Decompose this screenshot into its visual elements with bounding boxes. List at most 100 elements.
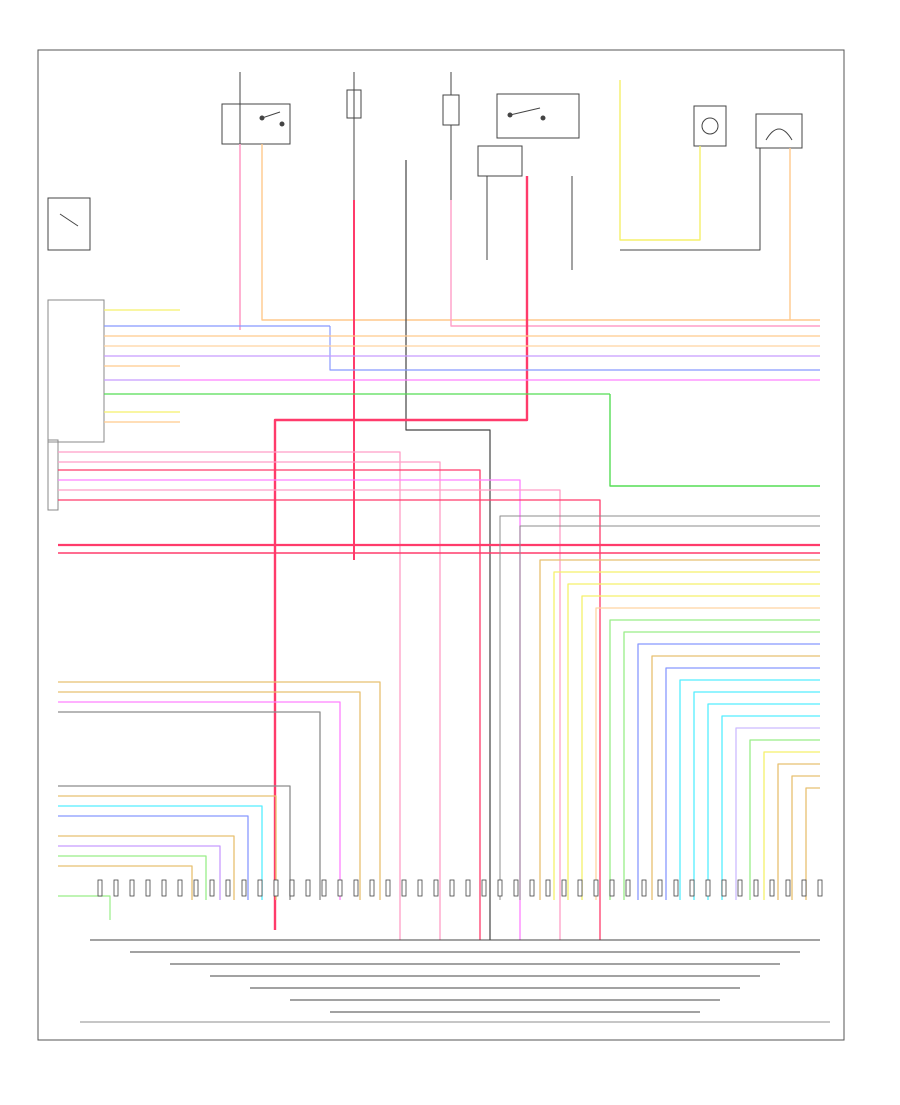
wire-trace [58, 691, 361, 900]
connector-pin [369, 879, 375, 897]
connector-pin [289, 879, 295, 897]
wire-trace [499, 515, 820, 900]
connector-pin [401, 879, 407, 897]
connector-pin [609, 879, 615, 897]
connector-pin [337, 879, 343, 897]
wire-trace [329, 326, 820, 371]
connector-pin [641, 879, 647, 897]
connector-pin [433, 879, 439, 897]
connector-pin [481, 879, 487, 897]
connector-pin [449, 879, 455, 897]
connector-pin [145, 879, 151, 897]
connector-pin [209, 879, 215, 897]
diagram-frame [37, 49, 845, 1041]
wire-trace [261, 144, 820, 321]
wire-trace [619, 80, 701, 241]
wire-trace [58, 795, 277, 900]
wire-trace [58, 815, 249, 900]
bottom-connector-row [97, 879, 823, 897]
wire-trace [450, 200, 820, 327]
connector-pin [353, 879, 359, 897]
wire-trace [273, 176, 529, 930]
connector-pin [577, 879, 583, 897]
wire-trace [791, 775, 820, 900]
connector-pin [225, 879, 231, 897]
wire-trace [58, 499, 601, 940]
connector-pin [417, 879, 423, 897]
wire-trace [749, 739, 820, 900]
wire-trace [58, 489, 561, 940]
wire-trace [777, 763, 820, 900]
connector-pin [129, 879, 135, 897]
connector-pin [193, 879, 199, 897]
connector-pin [689, 879, 695, 897]
wire-trace [58, 451, 401, 940]
switch-icon [47, 197, 91, 251]
connector-pin [257, 879, 263, 897]
connector-pin [385, 879, 391, 897]
wire-trace [58, 865, 193, 900]
wire-trace [519, 525, 820, 900]
wire-trace [58, 711, 321, 900]
wire-trace [58, 681, 381, 900]
connector-pin [529, 879, 535, 897]
connector-pin [769, 879, 775, 897]
connector-pin [497, 879, 503, 897]
connector-pin [321, 879, 327, 897]
wire-trace [609, 619, 820, 900]
connector-pin [737, 879, 743, 897]
connector-pin [273, 879, 279, 897]
connector-pin [561, 879, 567, 897]
connector-pin [817, 879, 823, 897]
connector-pin [705, 879, 711, 897]
wire-trace [665, 667, 820, 900]
wire-trace [58, 469, 481, 940]
connector-pin [593, 879, 599, 897]
connector-pin [241, 879, 247, 897]
wire-trace [405, 160, 491, 940]
wire-trace [58, 701, 341, 900]
wire-trace [707, 703, 820, 900]
connector-pin [113, 879, 119, 897]
wire-trace [805, 787, 820, 900]
wire-trace [623, 631, 820, 900]
wire-trace [581, 595, 820, 900]
wire-trace [637, 643, 820, 900]
connector-pin [177, 879, 183, 897]
wire-trace [58, 855, 207, 900]
wire-trace [58, 785, 291, 900]
switch-icon [221, 103, 291, 145]
wire-trace [58, 845, 221, 900]
wire-trace [58, 479, 521, 940]
connector-pin [753, 879, 759, 897]
wire-trace [58, 805, 263, 900]
wire-trace [539, 559, 820, 900]
wire-trace [567, 583, 820, 900]
connector-pin [625, 879, 631, 897]
connector-pin [721, 879, 727, 897]
wire-trace [679, 679, 820, 900]
wire-trace [620, 148, 761, 251]
wire-trace [735, 727, 820, 900]
connector-pin [545, 879, 551, 897]
wire-trace [58, 835, 235, 900]
sensor-icon [755, 113, 803, 149]
connector-pin [657, 879, 663, 897]
wire-trace [651, 655, 820, 900]
wire-group [58, 72, 830, 1023]
fuse-icon [442, 72, 460, 126]
connector-pin [785, 879, 791, 897]
wire-trace [58, 895, 111, 920]
connector-pin [161, 879, 167, 897]
connector-pin [305, 879, 311, 897]
wire-trace [693, 691, 820, 900]
wire-trace [58, 461, 441, 940]
connector-pin [673, 879, 679, 897]
wire-trace [763, 751, 820, 900]
connector-icon [47, 299, 105, 511]
wire-trace [595, 607, 820, 900]
relay-icon [477, 93, 580, 177]
connector-pin [801, 879, 807, 897]
